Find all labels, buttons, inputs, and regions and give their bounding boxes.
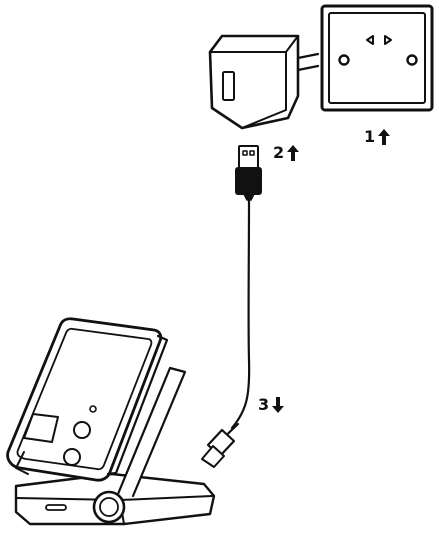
step-1-number: 1 bbox=[364, 126, 376, 146]
phone-icon bbox=[6, 317, 169, 482]
arrow-up-icon bbox=[378, 128, 391, 145]
step-1-label: 1 bbox=[364, 126, 391, 146]
charging-cable bbox=[230, 198, 251, 430]
wall-socket-icon bbox=[320, 4, 434, 112]
step-2-number: 2 bbox=[273, 142, 285, 162]
step-2-label: 2 bbox=[273, 142, 300, 162]
usb-c-plug-icon bbox=[201, 428, 236, 468]
usb-a-plug-icon bbox=[235, 145, 262, 201]
step-3-number: 3 bbox=[258, 394, 270, 414]
step-3-label: 3 bbox=[258, 394, 285, 414]
arrow-down-icon bbox=[272, 396, 285, 413]
power-adapter-icon bbox=[208, 34, 320, 130]
charging-stand-icon bbox=[14, 366, 216, 526]
arrow-up-icon bbox=[287, 144, 300, 161]
